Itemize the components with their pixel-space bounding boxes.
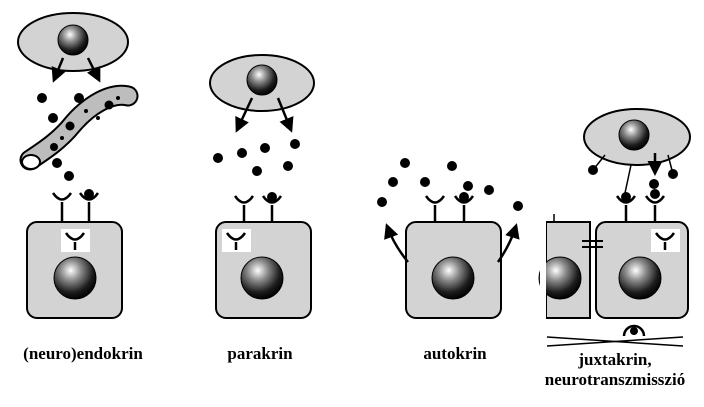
intracellular-receptor — [654, 232, 676, 250]
source-cell — [583, 108, 691, 166]
endocrine-label: (neuro)endokrin — [23, 344, 143, 363]
autocrine-arrow — [496, 223, 520, 263]
neighbor-cell — [538, 214, 591, 322]
juxtacrine-panel — [538, 108, 691, 347]
target-cell — [595, 221, 689, 319]
juxtacrine-label-line1: juxtakrin, — [578, 350, 652, 369]
receptor-bound — [453, 192, 475, 222]
synapse-symbol — [546, 324, 684, 347]
paracrine-panel — [209, 54, 315, 319]
juxtacrine-label: juxtakrin, neurotranszmisszió — [530, 350, 700, 390]
neurotransmitter-molecules — [588, 165, 678, 189]
intracellular-receptor — [225, 232, 247, 250]
target-cell — [26, 221, 123, 319]
cell-contact-junction — [582, 240, 603, 248]
paracrine-label: parakrin — [227, 344, 293, 363]
receptor-bound — [78, 189, 100, 222]
autocrine-arrow — [384, 223, 409, 263]
blood-vessel — [19, 84, 139, 171]
autocrine-panel — [377, 158, 523, 319]
receptor — [424, 195, 446, 222]
signal-molecules — [377, 158, 523, 211]
receptor-bound — [615, 192, 637, 222]
receptor — [51, 192, 73, 222]
signal-molecules — [213, 139, 300, 176]
target-cell — [215, 221, 312, 319]
source-cell — [17, 12, 129, 72]
secretion-arrow — [86, 57, 101, 83]
receptor — [233, 195, 255, 222]
secretion-arrow — [276, 97, 294, 133]
secretion-arrow — [51, 57, 66, 83]
juxtacrine-label-line2: neurotranszmisszió — [544, 370, 686, 389]
source-cell — [209, 54, 315, 112]
secreting-target-cell — [405, 221, 502, 319]
endocrine-panel — [17, 12, 139, 319]
autocrine-label: autokrin — [423, 344, 487, 363]
secretion-arrow — [235, 97, 254, 133]
intracellular-receptor — [64, 232, 86, 250]
receptor-bound — [261, 192, 283, 222]
receptor-bound — [644, 189, 666, 222]
